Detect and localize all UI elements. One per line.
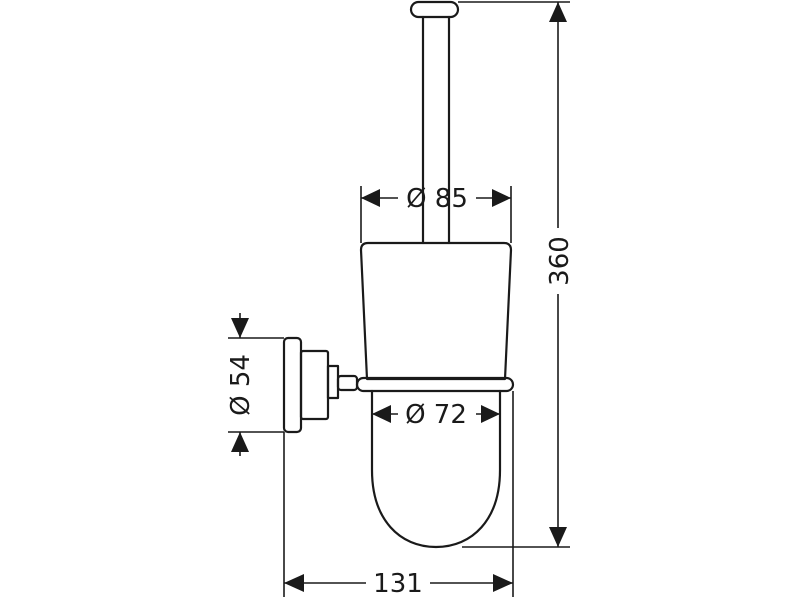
arrow-bottom [549,527,567,547]
arrow-top [231,318,249,338]
rosette-hub [299,349,330,421]
arrow-left [284,574,304,592]
handle-knob [409,0,460,19]
arrow-left [361,189,380,207]
wall-mount [282,336,359,434]
dim-label-projection: 131 [373,569,423,599]
arrow-top [549,2,567,22]
arrow-right [493,574,513,592]
wall-rosette-plate [282,336,303,434]
cup-lower-outline [370,389,502,549]
dim-label-cup-top: Ø 85 [406,184,468,214]
arrow-right [481,405,500,423]
dim-rosette: Ø 54 [226,313,284,456]
rosette-collar [326,364,340,400]
arrow-left [372,405,391,423]
arrow-right [492,189,511,207]
dim-label-rosette: Ø 54 [226,354,256,416]
brush-handle [409,0,460,245]
dim-label-cup-bottom: Ø 72 [405,400,467,430]
dim-label-total-height: 360 [545,236,575,286]
cup-upper [359,241,513,381]
dim-cup-bottom: Ø 72 [372,400,500,430]
arrow-bottom [231,432,249,452]
dim-total-height: 360 [458,1,575,548]
dim-projection: 131 [283,391,514,599]
support-arm [336,374,359,392]
dim-cup-top: Ø 85 [360,184,512,243]
cup-upper-outline [359,241,513,381]
